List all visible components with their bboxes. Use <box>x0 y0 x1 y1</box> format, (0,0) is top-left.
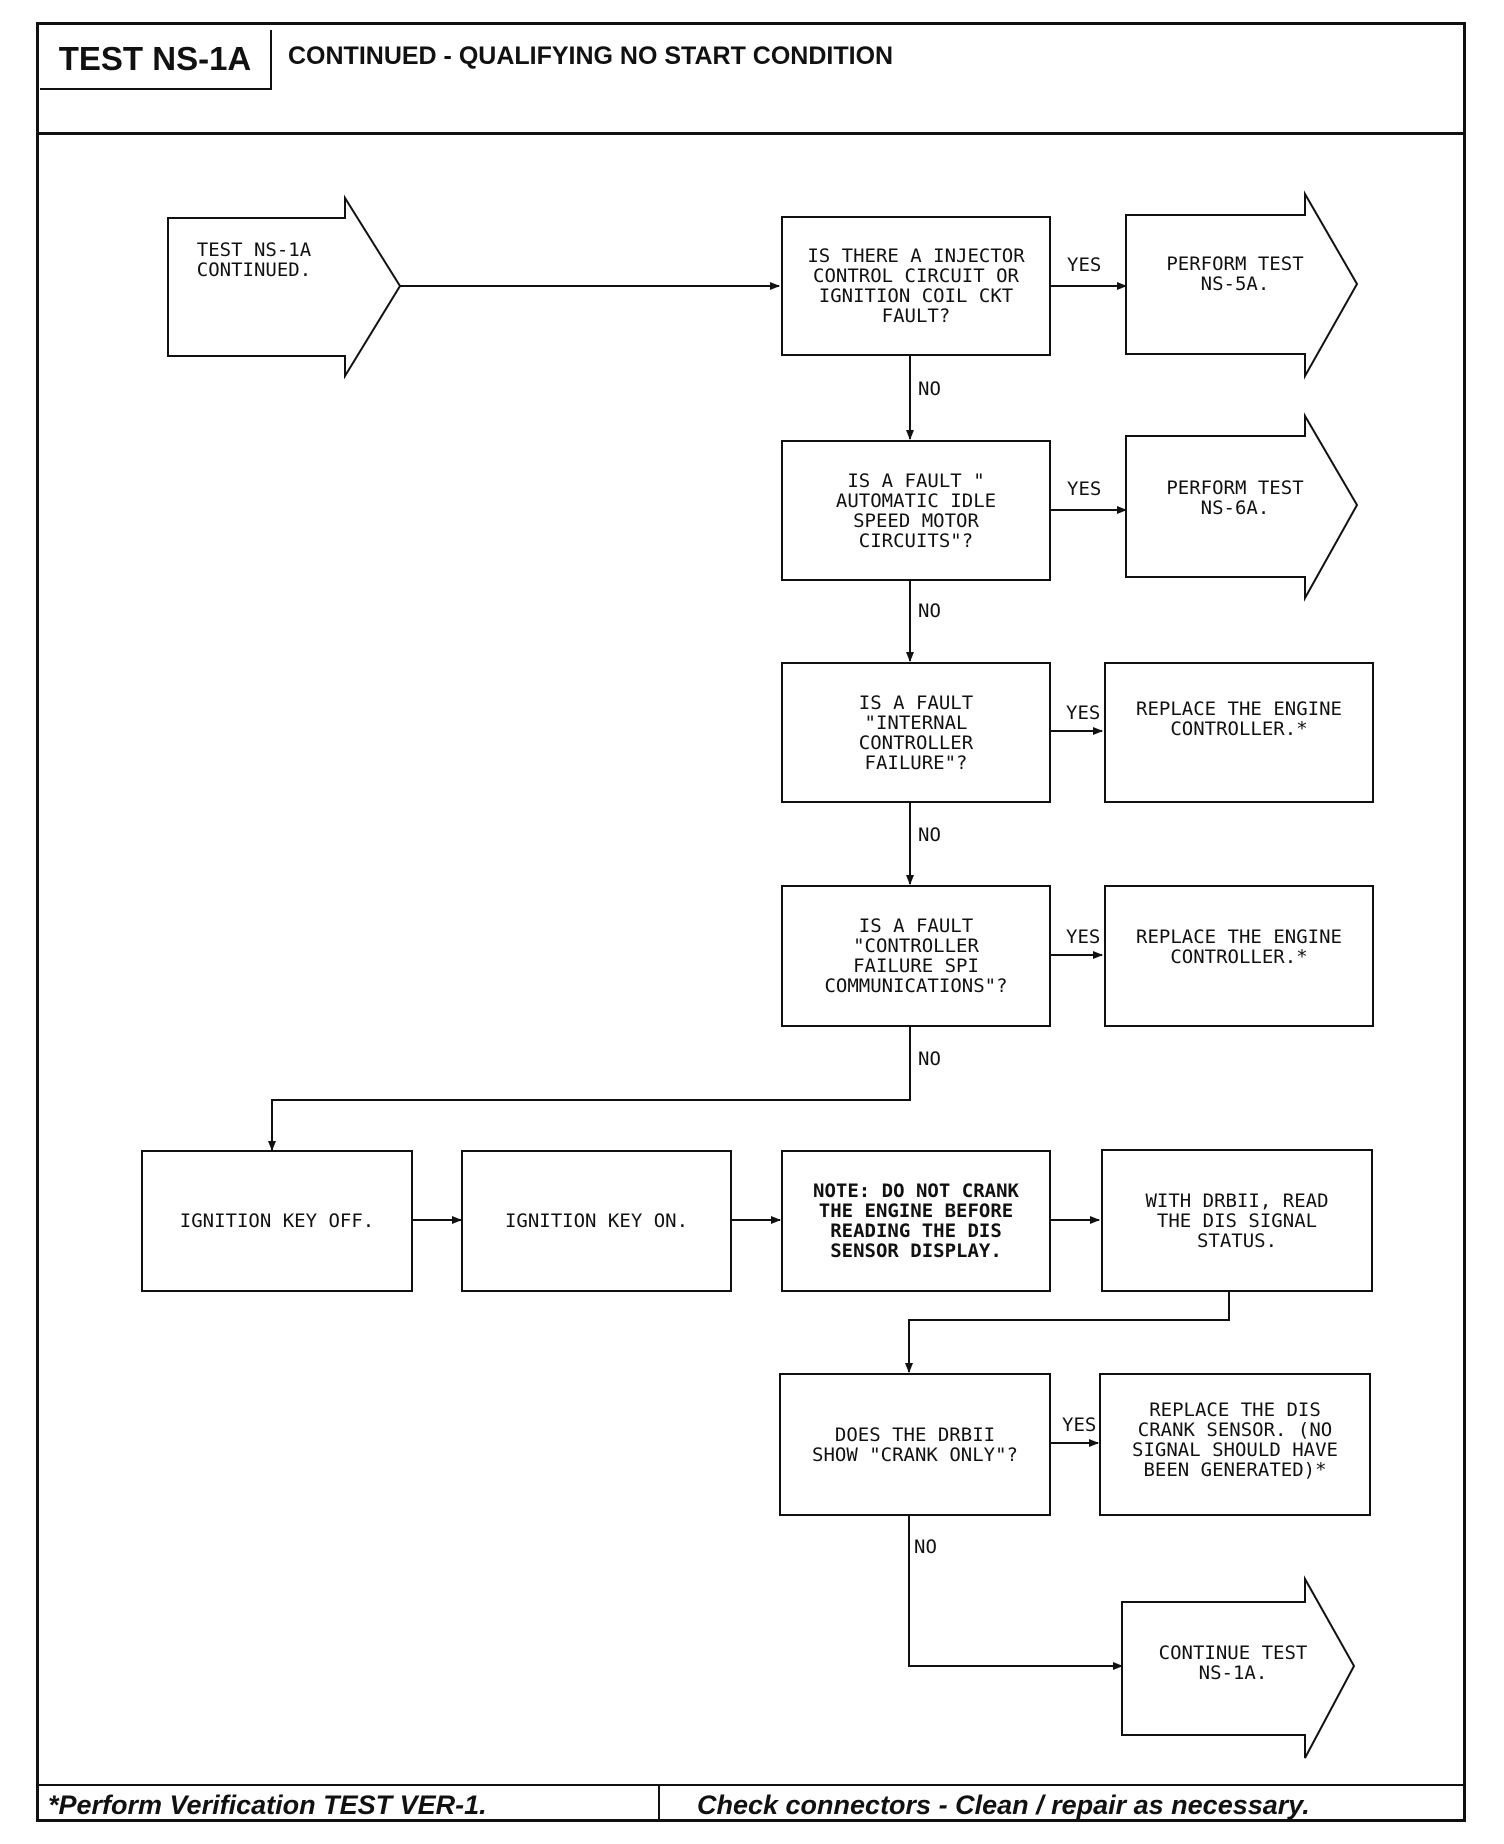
q4-no-label: NO <box>918 1048 941 1070</box>
q2-no-label: NO <box>918 600 941 622</box>
q2-yes-label: YES <box>1067 478 1102 500</box>
edge-s4-q5 <box>905 1291 1230 1373</box>
header-separator <box>36 132 1466 135</box>
end-node: CONTINUE TEST NS-1A. <box>1158 1642 1308 1684</box>
q5-decision: DOES THE DRBII SHOW "CRANK ONLY"? <box>779 1373 1051 1516</box>
q3-decision: IS A FAULT "INTERNAL CONTROLLER FAILURE"… <box>781 662 1051 803</box>
step-read-dis: WITH DRBII, READ THE DIS SIGNAL STATUS. <box>1101 1149 1373 1292</box>
footer-verification-note: *Perform Verification TEST VER-1. <box>48 1790 487 1820</box>
test-id: TEST NS-1A <box>40 30 272 90</box>
start-node: TEST NS-1A CONTINUED. <box>196 239 312 281</box>
q1-decision: IS THERE A INJECTOR CONTROL CIRCUIT OR I… <box>781 216 1051 356</box>
q1-yes-arrow-shape <box>1125 190 1359 380</box>
q1-yes-node: PERFORM TEST NS-5A. <box>1166 253 1304 295</box>
q4-yes-node: REPLACE THE ENGINE CONTROLLER.* <box>1104 885 1374 1027</box>
page-frame <box>36 22 1466 1822</box>
q2-yes-node: PERFORM TEST NS-6A. <box>1166 477 1304 519</box>
edge-q4-no <box>268 1026 911 1151</box>
q5-no-label: NO <box>914 1536 937 1558</box>
step-note: NOTE: DO NOT CRANK THE ENGINE BEFORE REA… <box>781 1150 1051 1292</box>
footer-connectors-note: Check connectors - Clean / repair as nec… <box>697 1790 1310 1820</box>
q1-no-label: NO <box>918 378 941 400</box>
page-title: CONTINUED - QUALIFYING NO START CONDITIO… <box>288 42 894 70</box>
step-ignition-off: IGNITION KEY OFF. <box>141 1150 413 1292</box>
edge-q5-no <box>908 1515 1123 1670</box>
q2-yes-arrow-shape <box>1125 412 1359 602</box>
end-arrow-shape <box>1121 1575 1356 1759</box>
footer-separator <box>36 1784 1466 1786</box>
q5-yes-node: REPLACE THE DIS CRANK SENSOR. (NO SIGNAL… <box>1099 1373 1371 1516</box>
q3-yes-node: REPLACE THE ENGINE CONTROLLER.* <box>1104 662 1374 803</box>
q2-decision: IS A FAULT " AUTOMATIC IDLE SPEED MOTOR … <box>781 440 1051 581</box>
step-ignition-on: IGNITION KEY ON. <box>461 1150 732 1292</box>
q3-yes-label: YES <box>1066 702 1101 724</box>
q5-yes-label: YES <box>1062 1414 1097 1436</box>
q4-yes-label: YES <box>1066 926 1101 948</box>
q3-no-label: NO <box>918 824 941 846</box>
q4-decision: IS A FAULT "CONTROLLER FAILURE SPI COMMU… <box>781 885 1051 1027</box>
q1-yes-label: YES <box>1067 254 1102 276</box>
start-arrow-shape <box>167 194 402 380</box>
footer-divider <box>658 1784 660 1822</box>
